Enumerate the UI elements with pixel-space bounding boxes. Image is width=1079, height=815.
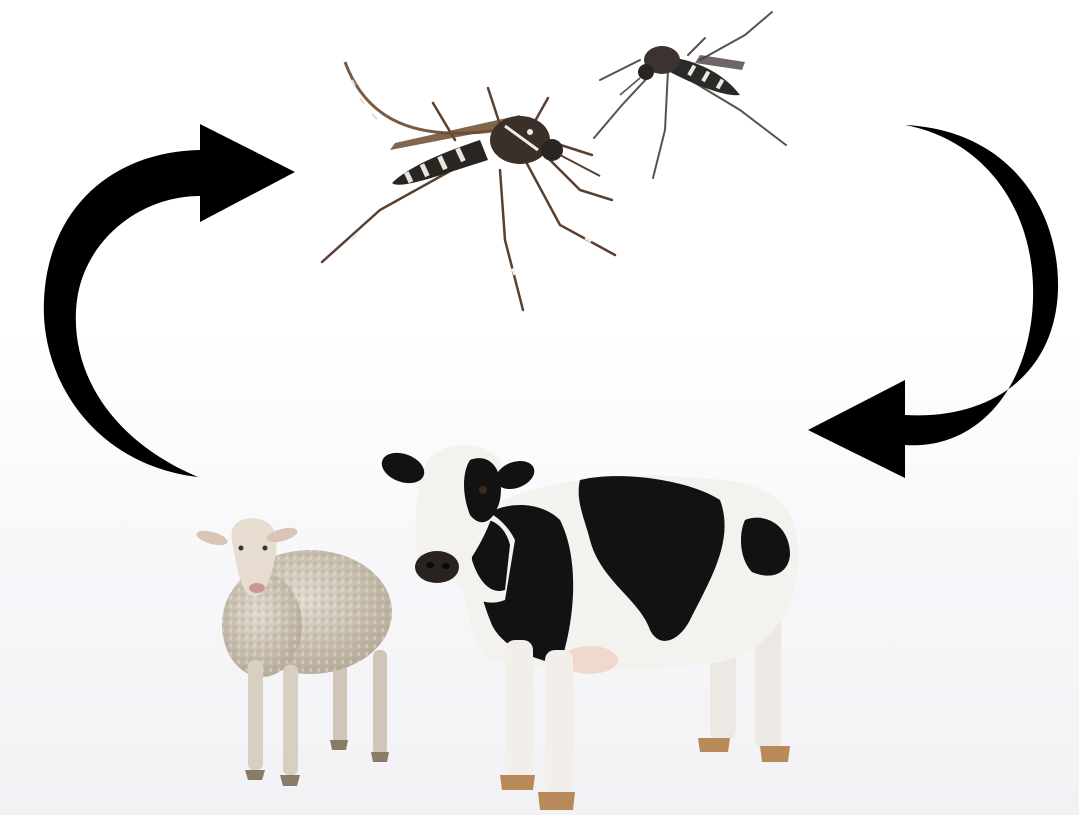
cow-icon [378,445,799,810]
cycle-arrow-left [44,124,295,477]
mosquito-icon [594,12,786,178]
sheep-icon [195,518,392,786]
mosquito-icon [322,62,615,310]
cycle-arrow-right [808,125,1058,478]
